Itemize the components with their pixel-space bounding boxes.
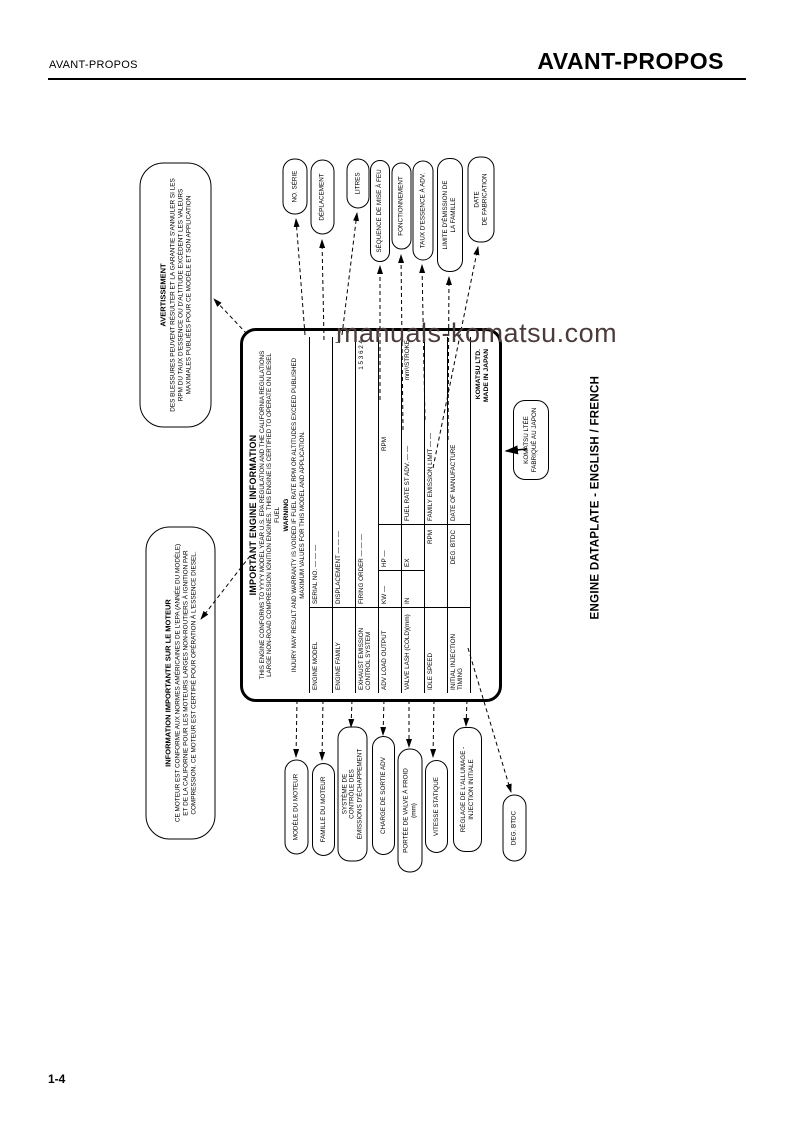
callout-label: PORTÉE DE VALVE À FROID xyxy=(402,768,410,853)
callout-komatsu: KOMATSU LTÉE FABRIQUÉ AU JAPON xyxy=(513,400,549,480)
header-rule xyxy=(48,78,746,80)
callout-injection-timing: RÉGLAGE DE L'ALLUMAGE - INJECTION INITIA… xyxy=(453,727,482,852)
plate-cell: IN xyxy=(404,597,412,604)
plate-value: FIRING ORDER — — — xyxy=(358,534,366,604)
callout-label: (mm) xyxy=(410,803,417,818)
maker-country: MADE IN JAPAN xyxy=(483,349,491,403)
plate-row-adv-load-output: ADV LOAD OUTPUT KW — HP — RPM xyxy=(379,337,403,693)
plate-cell-value: FIRING ORDER — — — 1 5 3 6 2 4 xyxy=(356,337,378,607)
callout-label: TAUX D'ESSENCE À ADV. xyxy=(419,172,427,249)
callout-label: VITESSE STATIQUE xyxy=(432,777,440,836)
callout-label: ÉMISSIONS D'ÉCHAPPEMENT xyxy=(356,748,364,840)
callout-firing-order: SÉQUENCE DE MISE À FEU xyxy=(370,160,390,262)
plate-warning-text: INJURY MAY RESULT AND WARRANTY IS VOIDED… xyxy=(291,357,306,673)
callout-idle-speed: VITESSE STATIQUE xyxy=(425,760,448,853)
plate-cell-label: IDLE SPEED xyxy=(425,607,448,693)
plate-cell-label: EXHAUST EMISSION CONTROL SYSTEM xyxy=(356,607,379,693)
plate-cell: DEG. BTDC xyxy=(450,530,458,565)
callout-label: LIMITE D'ÉMISSION DE xyxy=(442,180,450,250)
plate-maker-strip: KOMATSU LTD. MADE IN JAPAN xyxy=(471,337,495,693)
callout-label: INJECTION INITIALE xyxy=(467,759,475,820)
callout-label: FAMILLE DU MOTEUR xyxy=(319,776,327,843)
callout-fuel-rate: TAUX D'ESSENCE À ADV. xyxy=(412,160,434,261)
callout-family-emission-limit: LIMITE D'ÉMISSION DE LA FAMILLE xyxy=(437,158,463,272)
callout-displacement: DÉPLACEMENT xyxy=(310,159,335,235)
callout-label: FONCTIONNEMENT xyxy=(397,176,405,236)
callout-label: DATE xyxy=(473,191,481,208)
plate-table: ENGINE MODEL SERIAL NO. — — — ENGINE FAM… xyxy=(309,337,472,693)
callout-engine-model: MODÈLE DU MOTEUR xyxy=(284,759,309,855)
plate-cell: EX xyxy=(402,525,425,571)
plate-cell: KW — xyxy=(381,585,389,604)
plate-value: FUEL RATE ST ADV. — — xyxy=(404,445,412,521)
plate-value: DATE OF MANUFACTURE xyxy=(450,444,458,522)
plate-value: SERIAL NO. — — — xyxy=(312,544,320,604)
callout-engine-family: FAMILLE DU MOTEUR xyxy=(312,763,335,856)
callout-label: CHARGE DE SORTIE ADV xyxy=(379,757,387,834)
callout-label: NO. SÉRIE xyxy=(291,170,299,203)
callout-emission-control-system: SYSTÈME DE CONTRÔLE DES ÉMISSIONS D'ÉCHA… xyxy=(337,726,368,862)
callout-label: RÉGLAGE DE L'ALLUMAGE - xyxy=(459,746,467,833)
information-title: INFORMATION IMPORTANTE SUR LE MOTEUR xyxy=(163,599,172,767)
plate-cell-label: INITIAL INJECTION TIMING xyxy=(448,607,471,693)
callout-label: KOMATSU LTÉE xyxy=(523,416,531,464)
plate-cell-value: SERIAL NO. — — — xyxy=(310,337,332,607)
plate-row-emission-system: EXHAUST EMISSION CONTROL SYSTEM FIRING O… xyxy=(356,337,380,693)
header-left: AVANT-PROPOS xyxy=(49,59,138,71)
information-box: INFORMATION IMPORTANTE SUR LE MOTEUR CE … xyxy=(145,526,216,840)
avertissement-title: AVERTISSEMENT xyxy=(158,263,167,327)
callout-label: LA FAMILLE xyxy=(450,197,457,233)
plate-cell: RPM xyxy=(379,337,402,525)
plate-cell: DATE OF MANUFACTURE xyxy=(448,337,471,525)
plate-cell: FUEL RATE ST ADV. — — mm³/STROKE xyxy=(402,337,425,525)
callout-label: LITRES xyxy=(354,172,362,195)
plate-cell: FAMILY EMISSION LIMIT — — xyxy=(425,337,448,525)
callout-operation-rpm: FONCTIONNEMENT xyxy=(391,162,412,250)
plate-row-idle-speed: IDLE SPEED RPM FAMILY EMISSION LIMIT — — xyxy=(425,337,449,693)
plate-cell-label: VALVE LASH (COLD)(mm) xyxy=(402,607,425,693)
callout-litres: LITRES xyxy=(346,158,370,209)
avertissement-box: AVERTISSEMENT DES BLESSURES PEUVENT RÉSU… xyxy=(139,162,212,428)
callout-label: FABRIQUÉ AU JAPON xyxy=(531,407,538,473)
callout-adv-load-output: CHARGE DE SORTIE ADV xyxy=(372,736,395,855)
callout-label: SÉQUENCE DE MISE À FEU xyxy=(376,169,384,253)
plate-row-valve-lash: VALVE LASH (COLD)(mm) IN EX FUEL RATE ST… xyxy=(402,337,426,693)
plate-row-engine-family: ENGINE FAMILY DISPLACEMENT — — — L xyxy=(333,337,357,693)
plate-conformity-text: THIS ENGINE CONFORMS TO YYYY MODEL YEAR … xyxy=(259,350,281,680)
watermark: manuals-komatsu.com xyxy=(336,318,618,348)
information-body: CE MOTEUR EST CONFORME AUX NORMES AMÉRIC… xyxy=(174,543,197,823)
plate-row-engine-model: ENGINE MODEL SERIAL NO. — — — xyxy=(310,337,334,693)
plate-title: IMPORTANT ENGINE INFORMATION xyxy=(248,434,258,596)
engine-dataplate: IMPORTANT ENGINE INFORMATION THIS ENGINE… xyxy=(240,328,502,702)
plate-value: FAMILY EMISSION LIMIT — — xyxy=(427,432,435,521)
callout-date-of-manufacture: DATE DE FABRICATION xyxy=(467,156,495,243)
plate-row-injection-timing: INITIAL INJECTION TIMING DEG. BTDC DATE … xyxy=(448,337,472,693)
plate-cell-label: ENGINE FAMILY xyxy=(333,607,356,693)
page-number: 1-4 xyxy=(48,1072,66,1086)
plate-cell: RPM xyxy=(427,530,435,544)
plate-cell-value: DISPLACEMENT — — — L xyxy=(333,337,355,607)
callout-label: DE FABRICATION xyxy=(481,173,488,226)
callout-label: MODÈLE DU MOTEUR xyxy=(292,773,300,841)
plate-value: RPM xyxy=(381,437,389,451)
callout-serial-no: NO. SÉRIE xyxy=(282,158,308,215)
figure-caption: ENGINE DATAPLATE - ENGLISH / FRENCH xyxy=(589,375,602,620)
page-title: AVANT-PROPOS xyxy=(537,48,724,74)
callout-label: DÉPLACEMENT xyxy=(318,173,326,221)
plate-cell: HP — xyxy=(379,525,402,571)
callout-label: CONTRÔLE DES xyxy=(348,769,356,819)
avertissement-body: DES BLESSURES PEUVENT RÉSULTER ET LA GAR… xyxy=(169,178,192,412)
plate-cell-label: ENGINE MODEL xyxy=(310,607,333,693)
plate-value: DISPLACEMENT — — — xyxy=(335,530,343,604)
callout-valve-lash: PORTÉE DE VALVE À FROID (mm) xyxy=(397,748,423,873)
callout-label: DEG. BTDC xyxy=(510,810,518,846)
maker-name: KOMATSU LTD. xyxy=(474,349,482,400)
plate-cell-label: ADV LOAD OUTPUT xyxy=(379,607,402,693)
plate-warning-title: WARNING xyxy=(283,498,291,532)
callout-deg-btdc: DEG. BTDC xyxy=(502,794,527,862)
